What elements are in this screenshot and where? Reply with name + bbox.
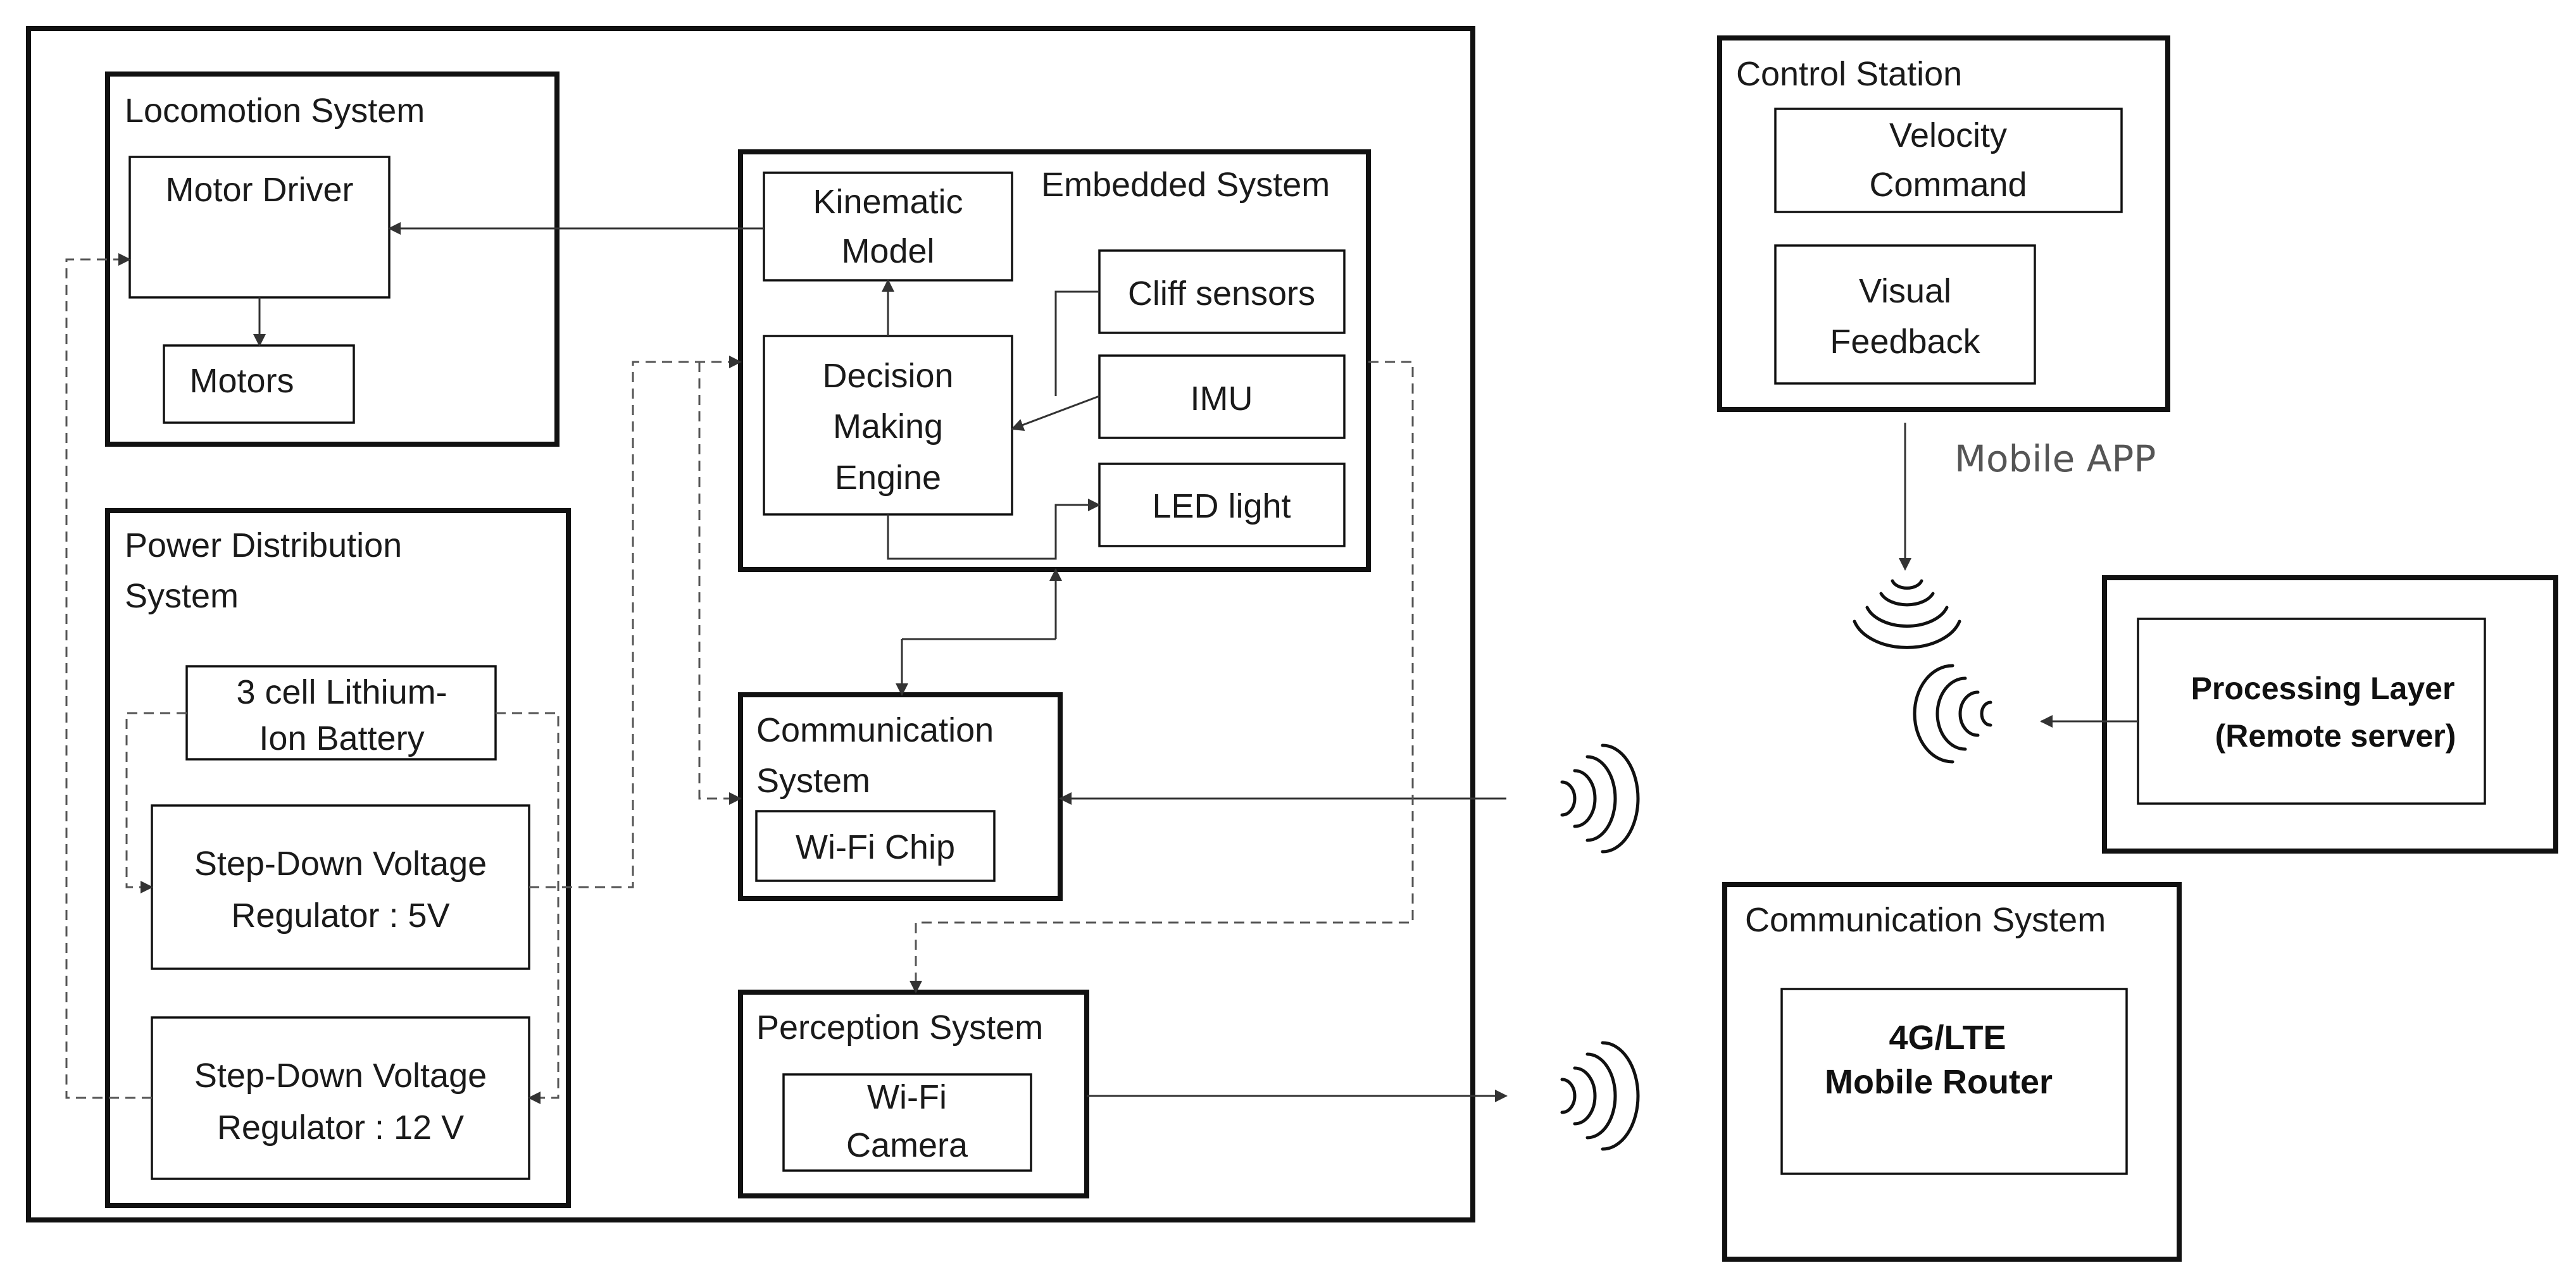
regulator-12v-box <box>151 1016 530 1180</box>
regulator-12v-line2: Regulator : 12 V <box>217 1109 464 1147</box>
regulator-5v-line2: Regulator : 5V <box>231 897 449 935</box>
velocity-command-box <box>1774 108 2123 213</box>
decision-to-led-arrow <box>887 499 1101 560</box>
locomotion-title: Locomotion System <box>125 92 425 130</box>
imu-label: IMU <box>1191 380 1253 418</box>
led-light-label: LED light <box>1152 487 1291 525</box>
imu-to-decision-arrow <box>1011 395 1100 432</box>
decision-line2: Making <box>833 407 943 445</box>
embedded-system: Embedded System Kinematic Model Decision… <box>738 149 1371 572</box>
router-line1: 4G/LTE <box>1889 1019 2006 1057</box>
robot-communication-system: Communication System Wi-Fi Chip <box>738 692 1063 901</box>
wifi-camera-box <box>782 1073 1032 1172</box>
robot-comm-title-line1: Communication <box>756 711 994 749</box>
kinematic-line2: Model <box>841 232 934 270</box>
battery-to-5v-line <box>125 712 187 893</box>
mobile-app-label: Mobile APP <box>1954 437 2156 480</box>
embedded-title: Embedded System <box>1041 166 1330 204</box>
router-line2: Mobile Router <box>1825 1063 2053 1101</box>
perception-system: Perception System Wi-Fi Camera <box>738 990 1089 1198</box>
wifi-signal-icon <box>1853 579 1961 649</box>
processing-line2: (Remote server) <box>2215 718 2456 754</box>
control-station-title: Control Station <box>1736 55 1962 93</box>
wifi-signal-icon <box>1913 664 1992 764</box>
regulator-12v-line1: Step-Down Voltage <box>194 1057 487 1095</box>
battery-label-line1: 3 cell Lithium- <box>236 673 447 711</box>
power-distribution-system: Power Distribution System 3 cell Lithium… <box>105 508 571 1208</box>
power-to-perception <box>910 361 1414 993</box>
decision-line1: Decision <box>822 357 953 395</box>
remote-comm-title: Communication System <box>1745 901 2106 939</box>
battery-to-12v-line <box>496 712 560 1104</box>
camera-line2: Camera <box>846 1126 968 1164</box>
robot-comm-title-line2: System <box>756 762 870 800</box>
remote-communication-system: Communication System 4G/LTE Mobile Route… <box>1722 882 2182 1262</box>
wifi-signal-icon <box>1560 1041 1640 1151</box>
visual-line2: Feedback <box>1830 323 1980 361</box>
processing-line1: Processing Layer <box>2191 671 2455 706</box>
motor-driver-label: Motor Driver <box>165 171 353 209</box>
decision-line3: Engine <box>835 459 941 497</box>
power-5v-to-comm <box>698 362 742 805</box>
cliff-to-decision-line <box>1054 290 1099 396</box>
visual-line1: Visual <box>1859 272 1951 310</box>
battery-label-line2: Ion Battery <box>259 719 424 757</box>
mobile-router-box <box>1780 988 2128 1175</box>
cliff-sensors-label: Cliff sensors <box>1128 275 1315 313</box>
velocity-line1: Velocity <box>1889 116 2007 154</box>
camera-line1: Wi-Fi <box>867 1078 947 1116</box>
power-title-line2: System <box>125 577 239 615</box>
locomotion-system: Locomotion System Motor Driver Motors <box>105 72 560 447</box>
wifi-signal-icon <box>1560 743 1640 854</box>
motors-label: Motors <box>189 362 294 400</box>
regulator-5v-line1: Step-Down Voltage <box>194 845 487 883</box>
wifi-chip-label: Wi-Fi Chip <box>796 828 955 866</box>
wifi-chip-box <box>755 810 996 882</box>
control-station: Control Station Velocity Command Visual … <box>1717 35 2170 412</box>
power-5v-to-embedded <box>529 356 742 888</box>
robot-system-frame <box>26 26 1475 1222</box>
power-12v-to-motor-driver <box>65 253 152 1099</box>
regulator-5v-box <box>151 804 530 970</box>
perception-title: Perception System <box>756 1009 1043 1047</box>
visual-feedback-box <box>1774 244 2036 385</box>
processing-inner-box <box>2137 618 2486 805</box>
kinematic-line1: Kinematic <box>813 183 963 221</box>
velocity-line2: Command <box>1869 166 2027 204</box>
processing-layer: Processing Layer (Remote server) <box>2102 575 2558 854</box>
power-title-line1: Power Distribution <box>125 526 402 564</box>
